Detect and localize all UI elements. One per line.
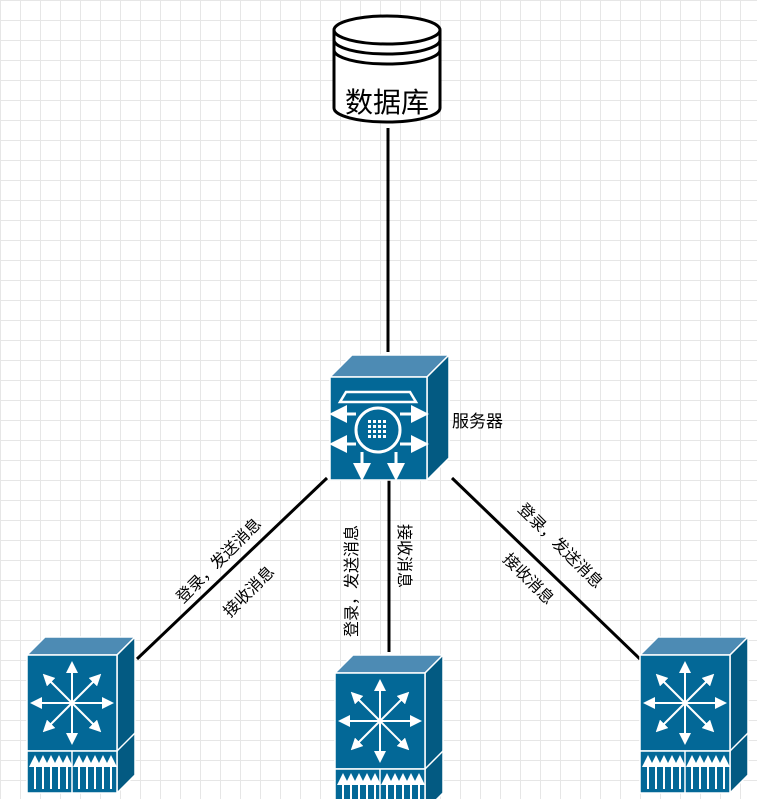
database-label: 数据库 xyxy=(345,86,429,119)
server-right-link xyxy=(450,476,642,661)
server-left-link xyxy=(135,476,329,661)
server-icon[interactable]: 服务器 xyxy=(328,353,503,482)
server-label: 服务器 xyxy=(452,412,503,432)
right-receive-label: 接收消息 xyxy=(499,549,558,608)
middle-receive-label: 接收消息 xyxy=(395,524,414,588)
client-left-icon[interactable] xyxy=(27,637,135,793)
client-right-icon[interactable] xyxy=(640,637,748,793)
connections xyxy=(135,128,642,661)
middle-send-label: 登录，发送消息 xyxy=(342,525,361,637)
database-icon[interactable]: 数据库 xyxy=(332,14,442,124)
client-middle-icon[interactable] xyxy=(335,655,443,799)
